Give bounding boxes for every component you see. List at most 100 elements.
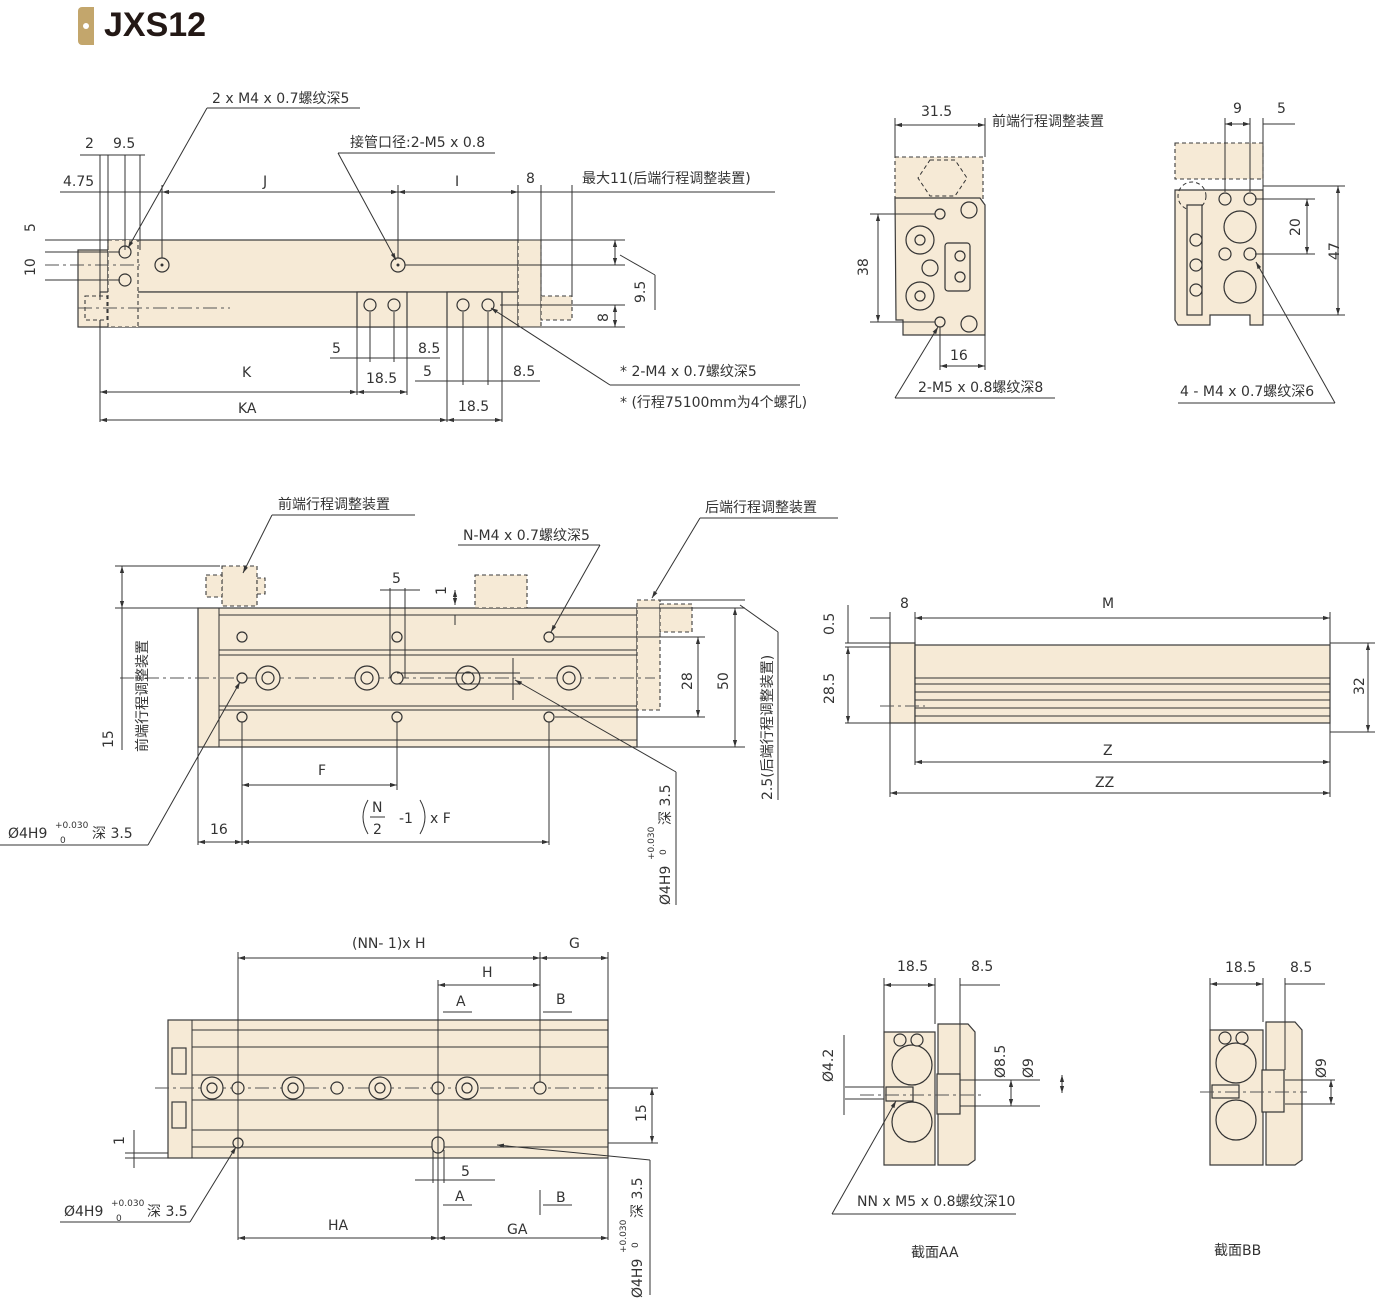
dim-9-5-right: 9.5 bbox=[633, 281, 649, 303]
dim-Z: Z bbox=[1103, 743, 1113, 759]
section-B-bottom: B bbox=[556, 1190, 566, 1206]
dim-F: F bbox=[318, 763, 326, 779]
dim-18-5: 18.5 bbox=[897, 959, 928, 975]
pin-hole-label-right: Ø4H9 +0.030 0 深 3.5 bbox=[619, 1177, 646, 1298]
section-bb-caption: 截面BB bbox=[1214, 1243, 1261, 1259]
rear-end-view: 9 5 20 47 4 - M4 x 0.7螺纹深6 bbox=[1174, 101, 1345, 404]
section-aa: 18.5 8.5 Ø4.2 Ø8.5 Ø9 NN x M5 x 0.8螺纹深10… bbox=[821, 959, 1065, 1261]
svg-text:深 3.5: 深 3.5 bbox=[658, 784, 674, 825]
dim-5: 5 bbox=[461, 1164, 470, 1180]
note-stroke: * (行程75100mm为4个螺孔) bbox=[620, 395, 807, 411]
svg-text:Ø4H9: Ø4H9 bbox=[64, 1204, 103, 1220]
formula-n-over-2: N 2 -1 x F bbox=[362, 799, 451, 838]
svg-text:0: 0 bbox=[60, 836, 66, 846]
dim-15: 15 bbox=[101, 730, 117, 748]
dim-0-5: 0.5 bbox=[822, 613, 838, 635]
front-adjuster-vertical: 前端行程调整装置 bbox=[134, 640, 151, 752]
dim-5-left: 5 bbox=[23, 223, 39, 232]
dim-47: 47 bbox=[1327, 242, 1343, 260]
front-thread-label: 2-M5 x 0.8螺纹深8 bbox=[918, 380, 1043, 396]
section-aa-thread-label: NN x M5 x 0.8螺纹深10 bbox=[857, 1194, 1015, 1210]
dim-8-5-a: 8.5 bbox=[418, 341, 440, 357]
rear-adjuster bbox=[636, 599, 661, 711]
rear-thread-label: 4 - M4 x 0.7螺纹深6 bbox=[1180, 384, 1314, 400]
svg-text:+0.030: +0.030 bbox=[55, 821, 89, 831]
svg-text:+0.030: +0.030 bbox=[619, 1219, 629, 1253]
dim-I: I bbox=[455, 174, 459, 190]
dim-H: H bbox=[482, 965, 493, 981]
rear-adjuster-vertical: 2.5(后端行程调整装置) bbox=[760, 655, 776, 800]
dim-dia-9: Ø9 bbox=[1021, 1058, 1037, 1078]
dim-31-5: 31.5 bbox=[921, 104, 952, 120]
dim-GA: GA bbox=[507, 1222, 528, 1238]
svg-text:深 3.5: 深 3.5 bbox=[147, 1204, 188, 1220]
section-bb: 18.5 8.5 Ø9 截面BB bbox=[1200, 960, 1335, 1259]
svg-text:+0.030: +0.030 bbox=[647, 826, 657, 860]
bottom-holes bbox=[200, 1076, 547, 1154]
dim-4-75: 4.75 bbox=[63, 174, 94, 190]
formula-xF: x F bbox=[430, 811, 451, 827]
svg-text:0: 0 bbox=[631, 1242, 641, 1248]
pin-hole-label-right: Ø4H9 +0.030 0 深 3.5 bbox=[647, 784, 674, 905]
max-adjust-label: 最大11(后端行程调整装置) bbox=[582, 171, 751, 187]
bottom-view: (NN- 1)x H G H A B 15 1 5 A B HA GA Ø4H9… bbox=[60, 936, 658, 1298]
dim-dia-4-2: Ø4.2 bbox=[821, 1049, 837, 1082]
svg-text:Ø4H9: Ø4H9 bbox=[8, 826, 47, 842]
dim-KA: KA bbox=[238, 401, 257, 417]
page-title: JXS12 bbox=[78, 6, 206, 45]
dim-8: 8 bbox=[900, 596, 909, 612]
dim-15: 15 bbox=[634, 1104, 650, 1122]
dim-dia-9: Ø9 bbox=[1314, 1058, 1330, 1078]
formula-minus-one: -1 bbox=[399, 811, 413, 827]
dim-G: G bbox=[569, 936, 580, 952]
formula-2: 2 bbox=[373, 822, 382, 838]
title-badge-icon bbox=[78, 6, 94, 45]
dim-ZZ: ZZ bbox=[1095, 775, 1114, 791]
port-label: 接管口径:2-M5 x 0.8 bbox=[350, 134, 485, 151]
section-A-top: A bbox=[456, 994, 466, 1010]
dim-38: 38 bbox=[856, 258, 872, 276]
svg-text:Ø4H9: Ø4H9 bbox=[630, 1259, 646, 1298]
thread-label: 2 x M4 x 0.7螺纹深5 bbox=[212, 91, 349, 107]
dim-9-5: 9.5 bbox=[113, 136, 135, 152]
plan-holes bbox=[236, 631, 582, 723]
rear-adjuster bbox=[517, 239, 542, 328]
dim-1: 1 bbox=[434, 586, 450, 595]
dim-2: 2 bbox=[85, 136, 94, 152]
dim-5: 5 bbox=[392, 571, 401, 587]
rear-adjuster-label: 后端行程调整装置 bbox=[705, 500, 817, 516]
dim-8: 8 bbox=[526, 171, 535, 187]
front-adjuster bbox=[894, 156, 984, 200]
dim-8-5-b: 8.5 bbox=[513, 364, 535, 380]
front-adjuster bbox=[221, 565, 258, 607]
pin-hole-label-left: Ø4H9 +0.030 0 深 3.5 bbox=[8, 821, 133, 846]
dim-9: 9 bbox=[1233, 101, 1242, 117]
dim-1: 1 bbox=[112, 1136, 128, 1145]
svg-text:深 3.5: 深 3.5 bbox=[630, 1177, 646, 1218]
dim-10-left: 10 bbox=[23, 258, 39, 276]
dim-8-right: 8 bbox=[596, 313, 612, 322]
dim-16: 16 bbox=[950, 348, 968, 364]
svg-text:+0.030: +0.030 bbox=[111, 1199, 145, 1209]
plan-thread-label: N-M4 x 0.7螺纹深5 bbox=[463, 528, 590, 544]
dim-8-5: 8.5 bbox=[1290, 960, 1312, 976]
front-adjuster-label: 前端行程调整装置 bbox=[992, 113, 1104, 130]
note-thread: * 2-M4 x 0.7螺纹深5 bbox=[620, 364, 757, 380]
svg-text:深 3.5: 深 3.5 bbox=[92, 826, 133, 842]
dim-M: M bbox=[1102, 596, 1114, 612]
dim-HA: HA bbox=[328, 1218, 349, 1234]
section-B-top: B bbox=[556, 992, 566, 1008]
dim-J: J bbox=[262, 174, 267, 190]
svg-text:Ø4H9: Ø4H9 bbox=[658, 866, 674, 905]
end-cap bbox=[889, 642, 916, 724]
side-view: 0.5 28.5 8 M 32 Z ZZ bbox=[822, 596, 1375, 797]
formula-N: N bbox=[372, 800, 382, 816]
title-text: JXS12 bbox=[104, 6, 207, 44]
dim-32: 32 bbox=[1352, 677, 1368, 695]
dim-16: 16 bbox=[210, 822, 228, 838]
dim-18-5: 18.5 bbox=[1225, 960, 1256, 976]
svg-text:0: 0 bbox=[116, 1214, 122, 1224]
dim-28-5: 28.5 bbox=[822, 673, 838, 704]
dim-nn-h: (NN- 1)x H bbox=[352, 936, 426, 952]
